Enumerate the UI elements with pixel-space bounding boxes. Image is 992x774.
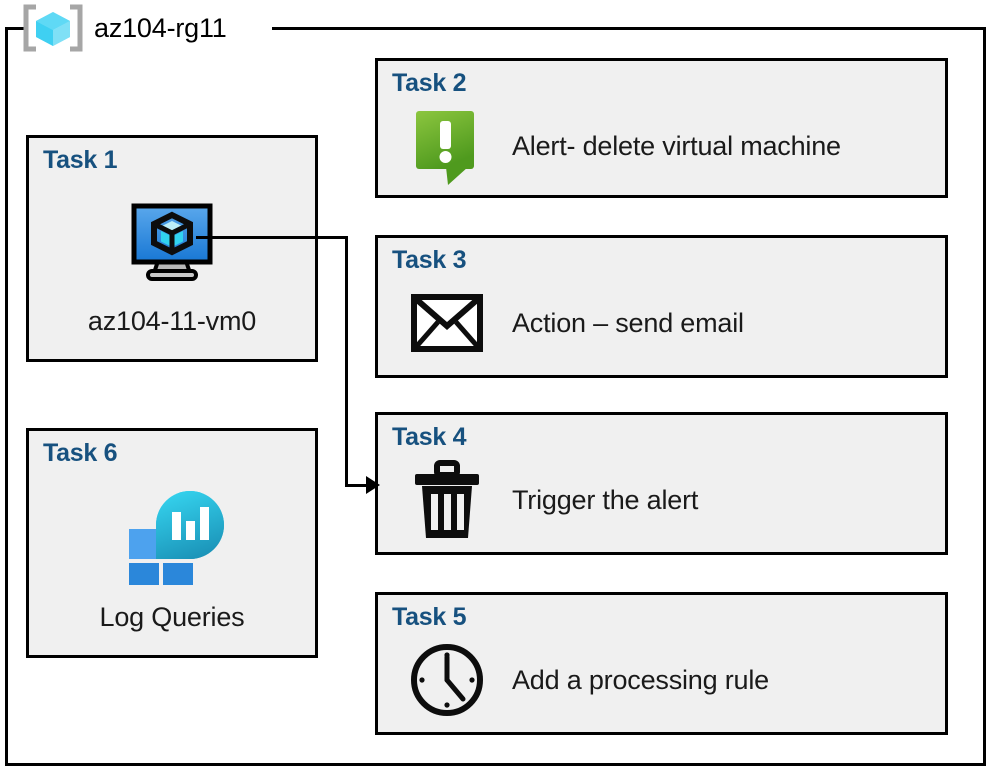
task-2-content: Alert- delete virtual machine <box>408 105 841 187</box>
task-6-heading: Task 6 <box>43 439 118 467</box>
task-3-heading: Task 3 <box>392 246 467 274</box>
task-2-caption: Alert- delete virtual machine <box>512 130 841 161</box>
resource-group-border-top-right <box>272 27 986 30</box>
connector-segment-vertical <box>345 236 348 486</box>
resource-group-name: az104-rg11 <box>94 12 227 43</box>
card-task-2[interactable]: Task 2 Alert- delete virtual machin <box>375 58 948 198</box>
envelope-icon <box>408 284 486 362</box>
connector-segment-horizontal-bottom <box>345 484 370 487</box>
resource-group-border-top-left <box>5 27 27 30</box>
task-2-heading: Task 2 <box>392 69 467 97</box>
task-4-caption: Trigger the alert <box>512 484 699 515</box>
task-3-caption: Action – send email <box>512 307 744 338</box>
task-5-heading: Task 5 <box>392 603 467 631</box>
task-5-content: Add a processing rule <box>408 639 769 721</box>
card-task-6[interactable]: Task 6 <box>26 428 318 658</box>
task-4-content: Trigger the alert <box>408 459 698 541</box>
clock-icon <box>408 641 486 719</box>
card-task-3[interactable]: Task 3 Action – send email <box>375 235 948 378</box>
task-1-heading: Task 1 <box>43 146 118 174</box>
task-1-caption: az104-11-vm0 <box>87 306 257 336</box>
log-analytics-icon <box>119 485 225 593</box>
connector-segment-horizontal-top <box>196 236 348 239</box>
card-task-5[interactable]: Task 5 Add a processing rule <box>375 592 948 735</box>
connector-arrowhead-icon <box>366 476 380 494</box>
task-6-caption: Log Queries <box>99 602 245 632</box>
task-5-caption: Add a processing rule <box>512 664 769 695</box>
resource-group-container <box>5 27 986 766</box>
task-6-icon-wrapper <box>29 489 315 593</box>
alert-exclamation-bubble-icon <box>408 107 486 185</box>
resource-group-cube-icon <box>22 3 84 53</box>
resource-group-header: az104-rg11 <box>22 2 227 54</box>
task-1-icon-wrapper <box>29 196 315 292</box>
task-4-heading: Task 4 <box>392 423 467 451</box>
trash-can-icon <box>408 460 486 539</box>
task-3-content: Action – send email <box>408 282 744 364</box>
virtual-machine-icon <box>124 201 220 288</box>
card-task-4[interactable]: Task 4 Trigger the alert <box>375 412 948 555</box>
card-task-1[interactable]: Task 1 <box>26 135 318 362</box>
